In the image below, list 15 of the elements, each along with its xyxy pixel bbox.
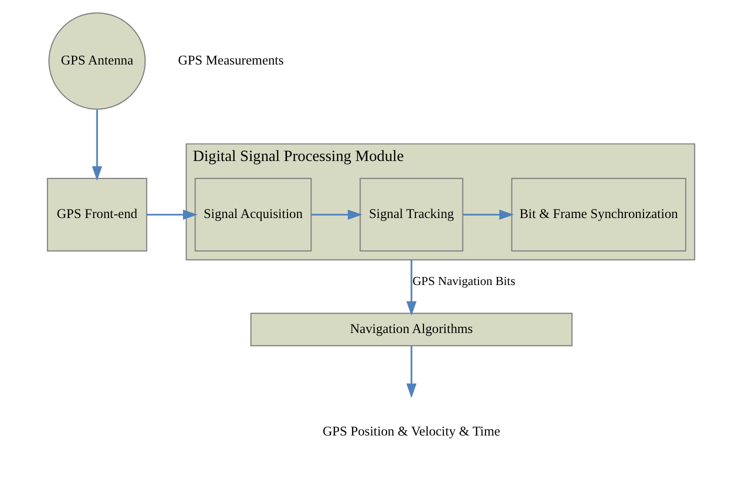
edge-label: GPS Navigation Bits: [412, 274, 515, 288]
node-box: Signal Tracking: [359, 178, 463, 252]
arrow: [146, 210, 197, 220]
arrow: [462, 210, 514, 220]
label: GPS Measurements: [177, 52, 284, 68]
node-text: GPS Position & Velocity & Time: [322, 424, 500, 439]
node-box: Navigation Algorithms: [250, 312, 572, 346]
arrow: [92, 110, 102, 181]
node-box: Bit & Frame Synchronization: [510, 178, 686, 252]
node-circle: GPS Antenna: [48, 12, 146, 110]
arrow: [406, 260, 416, 316]
node-box: Signal Acquisition: [194, 178, 312, 252]
arrow: [406, 346, 416, 398]
node-box: GPS Front-end: [46, 178, 147, 252]
arrow: [310, 210, 362, 220]
